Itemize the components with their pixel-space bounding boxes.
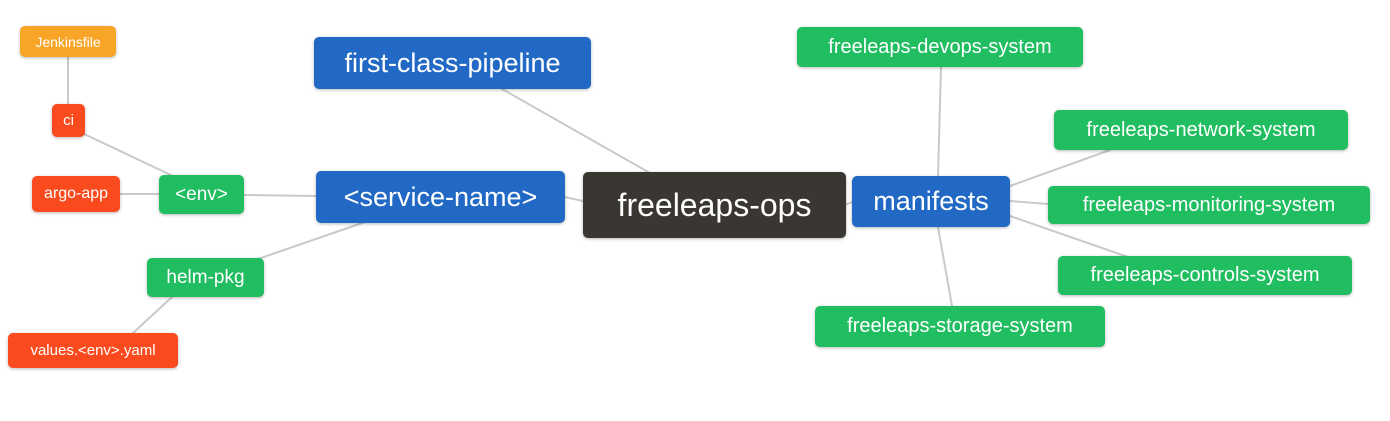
- edge-manifests-storage: [937, 226, 953, 307]
- node-env[interactable]: <env>: [159, 175, 244, 214]
- edge-values-helmpkg: [132, 296, 173, 334]
- node-manifests[interactable]: manifests: [852, 176, 1010, 227]
- node-freeleaps-controls-system[interactable]: freeleaps-controls-system: [1058, 256, 1352, 295]
- node-freeleaps-storage-system[interactable]: freeleaps-storage-system: [815, 306, 1105, 347]
- node-argo-app[interactable]: argo-app: [32, 176, 120, 212]
- node-first-class-pipeline[interactable]: first-class-pipeline: [314, 37, 591, 89]
- edge-servicename-ops: [564, 196, 584, 202]
- edge-manifests-network: [1009, 149, 1111, 187]
- node-freeleaps-network-system[interactable]: freeleaps-network-system: [1054, 110, 1348, 150]
- edge-manifests-controls: [1009, 215, 1129, 258]
- node-freeleaps-devops-system[interactable]: freeleaps-devops-system: [797, 27, 1083, 67]
- edge-manifests-monitoring: [1009, 200, 1049, 205]
- edge-ops-manifests: [844, 201, 853, 206]
- node-ci[interactable]: ci: [52, 104, 85, 137]
- node-service-name[interactable]: <service-name>: [316, 171, 565, 223]
- node-jenkinsfile[interactable]: Jenkinsfile: [20, 26, 116, 57]
- edge-helmpkg-servicename: [257, 221, 366, 260]
- node-helm-pkg[interactable]: helm-pkg: [147, 258, 264, 297]
- edge-env-servicename: [243, 194, 317, 197]
- node-values-env-yaml[interactable]: values.<env>.yaml: [8, 333, 178, 368]
- edge-ci-env: [81, 132, 176, 178]
- edge-pipeline-ops: [501, 88, 651, 174]
- node-freeleaps-ops[interactable]: freeleaps-ops: [583, 172, 846, 238]
- edge-manifests-devops: [937, 66, 942, 177]
- node-freeleaps-monitoring-system[interactable]: freeleaps-monitoring-system: [1048, 186, 1370, 224]
